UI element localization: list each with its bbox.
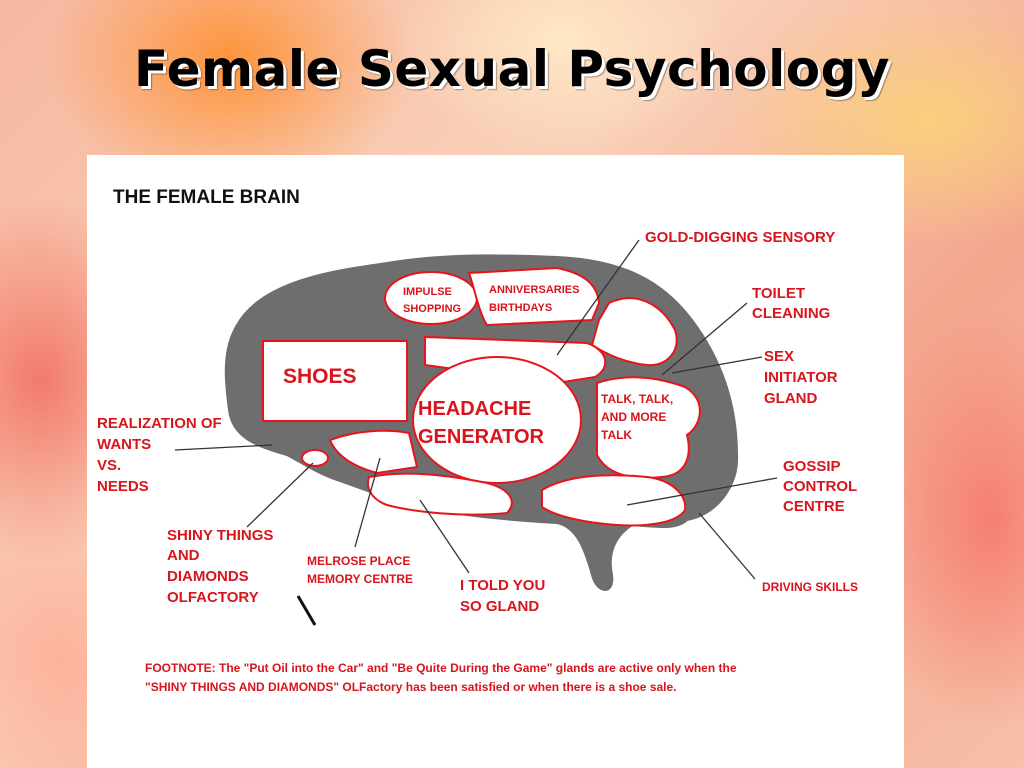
region-headache-generator [412, 356, 582, 484]
callout-shiny-2: AND [167, 547, 200, 564]
line-melrose [354, 457, 381, 548]
callout-gossip-3: CENTRE [783, 498, 845, 515]
callout-lines [174, 239, 778, 580]
region-impulse-shopping [384, 271, 478, 325]
callout-sex-2: INITIATOR [764, 369, 838, 386]
anniversaries-line-2: BIRTHDAYS [489, 302, 552, 314]
region-upper-right [590, 297, 678, 367]
callout-driving: DRIVING SKILLS [762, 580, 858, 594]
callout-told-you-2: SO GLAND [460, 598, 539, 615]
region-shoes [262, 340, 408, 422]
callout-realization-1: REALIZATION OF [97, 415, 222, 432]
callout-toilet-2: CLEANING [752, 305, 830, 322]
callout-melrose-2: MEMORY CENTRE [307, 572, 413, 586]
callout-shiny-3: DIAMONDS [167, 568, 249, 585]
impulse-line-1: IMPULSE [403, 286, 452, 298]
line-realization [174, 444, 273, 451]
headache-line-2: GENERATOR [418, 426, 544, 448]
slide-title: Female Sexual Psychology [134, 40, 890, 98]
callout-told-you-1: I TOLD YOU [460, 577, 545, 594]
brain-diagram: THE FEMALE BRAIN SHOES IMPULSE SHOPPING … [97, 187, 858, 694]
footnote-line-1: FOOTNOTE: The "Put Oil into the Car" and… [145, 661, 737, 675]
talk-line-2: AND MORE [601, 410, 666, 424]
diagram-panel: THE FEMALE BRAIN SHOES IMPULSE SHOPPING … [87, 155, 904, 768]
region-shiny-things [301, 449, 329, 467]
callout-realization-4: NEEDS [97, 478, 149, 495]
callout-shiny-1: SHINY THINGS [167, 527, 273, 544]
headache-line-1: HEADACHE [418, 398, 531, 420]
talk-line-3: TALK [601, 428, 632, 442]
anniversaries-line-1: ANNIVERSARIES [489, 284, 579, 296]
callout-realization-3: VS. [97, 457, 121, 474]
impulse-line-2: SHOPPING [403, 303, 461, 315]
callout-melrose-1: MELROSE PLACE [307, 554, 410, 568]
region-shoes-label: SHOES [283, 365, 357, 388]
line-sex-initiator [671, 356, 763, 374]
line-driving [698, 512, 756, 580]
line-gold-digging [556, 239, 640, 356]
region-left-lower [328, 429, 419, 475]
callout-sex-1: SEX [764, 348, 794, 365]
region-anniversaries [467, 266, 601, 327]
region-gossip [541, 474, 687, 527]
callout-realization-2: WANTS [97, 436, 151, 453]
line-gossip [626, 477, 778, 506]
line-shiny [246, 462, 314, 528]
talk-line-1: TALK, TALK, [601, 392, 673, 406]
line-told-you [419, 499, 470, 574]
stray-mark [296, 595, 317, 626]
callout-toilet-1: TOILET [752, 285, 805, 302]
footnote-line-2: "SHINY THINGS AND DIAMONDS" OLFactory ha… [145, 680, 677, 694]
line-toilet [661, 302, 748, 376]
diagram-heading: THE FEMALE BRAIN [113, 187, 300, 208]
callout-gold-digging: GOLD-DIGGING SENSORY [645, 229, 835, 246]
callout-gossip-1: GOSSIP [783, 458, 841, 475]
callout-shiny-4: OLFACTORY [167, 589, 259, 606]
region-lower-centre [367, 472, 513, 516]
callout-sex-3: GLAND [764, 390, 817, 407]
callout-gossip-2: CONTROL [783, 478, 857, 495]
